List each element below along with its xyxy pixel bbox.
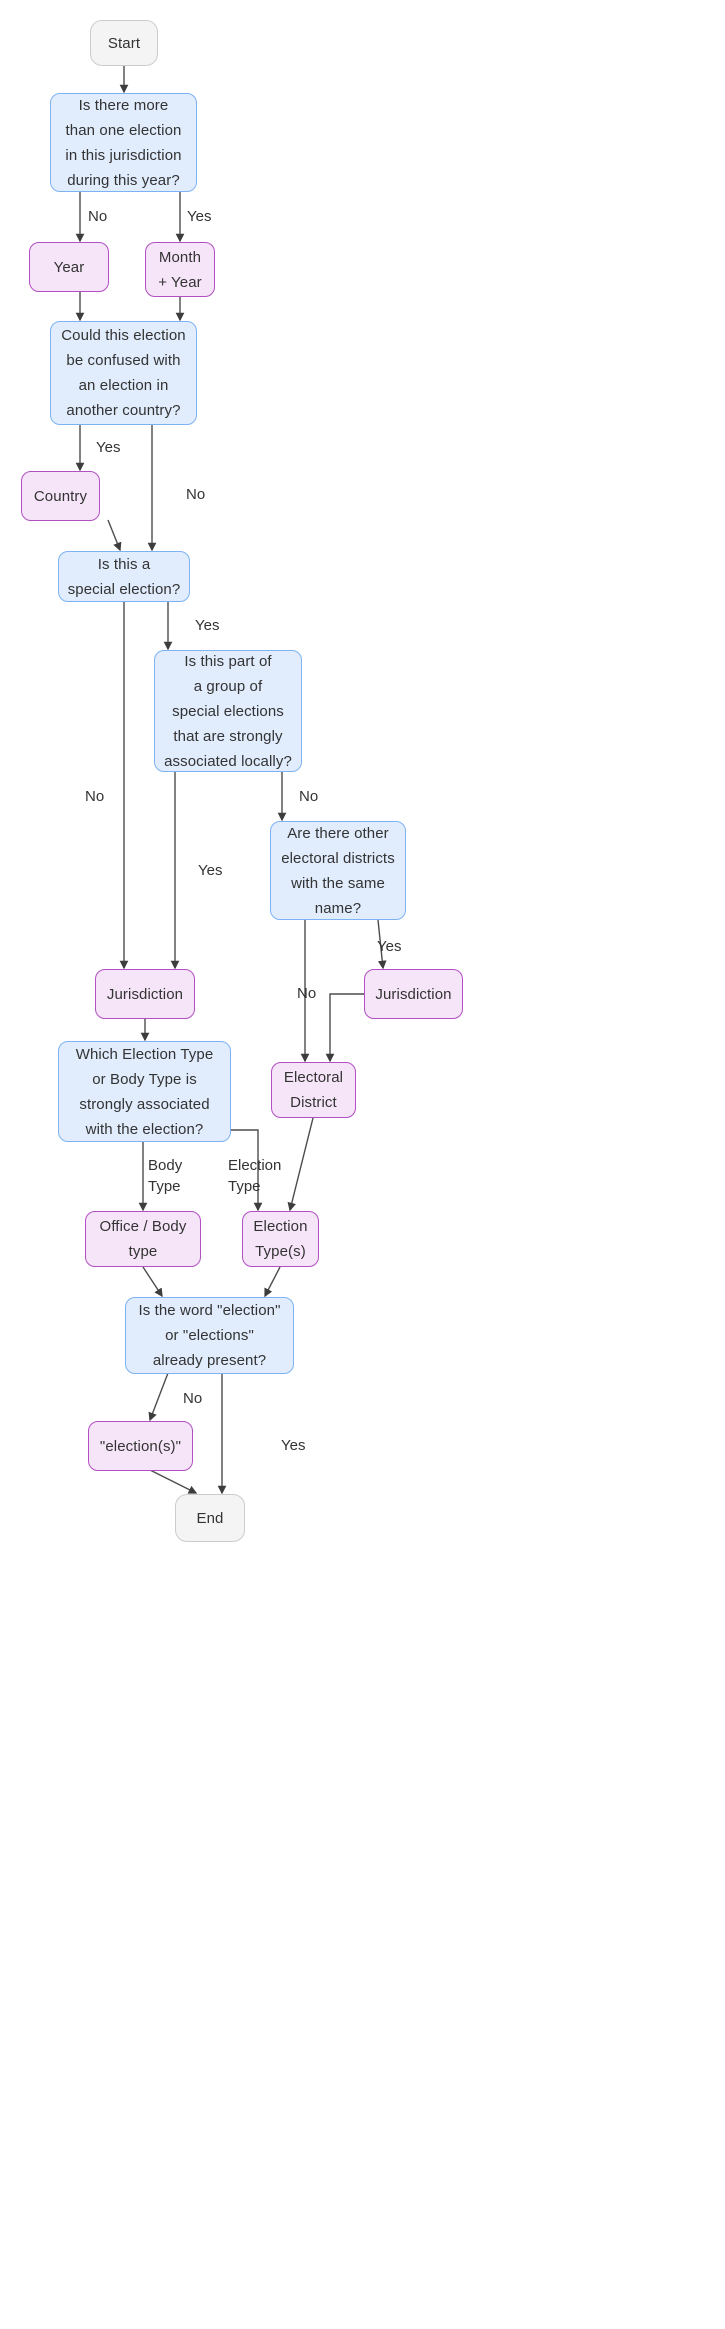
edge-officebody-to-wordelection (142, 1266, 163, 1298)
node-more-than-one-election[interactable]: Is there more than one election in this … (50, 93, 197, 192)
node-electoral-district[interactable]: Electoral District (271, 1062, 356, 1118)
node-month-year[interactable]: Month + Year (145, 242, 215, 297)
edge-jurisdiction2-to-district (325, 993, 365, 1063)
node-end[interactable]: End (175, 1494, 245, 1542)
edge-label-confused-no: No (186, 486, 206, 503)
edge-label-multi-no: No (88, 208, 108, 225)
edge-label-multi-yes: Yes (187, 208, 212, 225)
node-other-districts-same-name[interactable]: Are there other electoral districts with… (270, 821, 406, 920)
edge-label-wordelection-no: No (183, 1390, 203, 1407)
edge-whichtype-to-electiontypes (230, 1129, 263, 1212)
edge-label-wordelection-yes: Yes (281, 1437, 306, 1454)
node-jurisdiction-left[interactable]: Jurisdiction (95, 969, 195, 1019)
edge-label-samename-no: No (297, 985, 317, 1002)
edge-samename-to-jurisdiction2 (377, 919, 387, 970)
node-group-of-special-elections[interactable]: Is this part of a group of special elect… (154, 650, 302, 772)
edge-label-groupspecial-no: No (299, 788, 319, 805)
edge-district-to-electiontypes (287, 1117, 314, 1212)
edge-label-confused-yes: Yes (96, 439, 121, 456)
node-confused-another-country[interactable]: Could this election be confused with an … (50, 321, 197, 425)
edge-label-special-no: No (85, 788, 105, 805)
edge-elections-to-end (149, 1469, 198, 1494)
node-election-types[interactable]: Election Type(s) (242, 1211, 319, 1267)
edge-label-samename-yes: Yes (377, 938, 402, 955)
node-office-body-type[interactable]: Office / Body type (85, 1211, 201, 1267)
edge-wordelection-to-elections (148, 1372, 169, 1422)
node-election-s[interactable]: "election(s)" (88, 1421, 193, 1471)
node-country[interactable]: Country (21, 471, 100, 521)
node-word-election-present[interactable]: Is the word "election" or "elections" al… (125, 1297, 294, 1374)
node-start[interactable]: Start (90, 20, 158, 66)
node-jurisdiction-right[interactable]: Jurisdiction (364, 969, 463, 1019)
edge-label-whichtype-body: Body Type (148, 1157, 183, 1195)
node-which-election-or-body-type[interactable]: Which Election Type or Body Type is stro… (58, 1041, 231, 1142)
edge-electiontypes-to-wordelection (264, 1266, 281, 1298)
node-special-election[interactable]: Is this a special election? (58, 551, 190, 602)
node-year[interactable]: Year (29, 242, 109, 292)
edge-label-whichtype-election: Election Type (228, 1157, 282, 1195)
edge-label-special-yes: Yes (195, 617, 220, 634)
edge-country-to-special (107, 519, 122, 552)
edge-label-groupspecial-yes: Yes (198, 862, 223, 879)
